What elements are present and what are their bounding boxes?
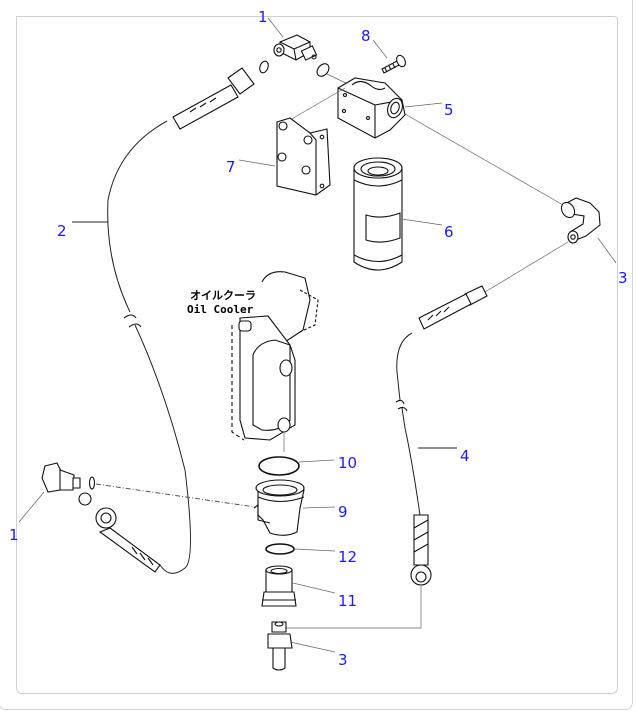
elbow-fitting-top[interactable]: [273, 34, 318, 61]
callout-6[interactable]: 6: [444, 223, 454, 241]
callout-2[interactable]: 2: [57, 222, 67, 240]
oil-filter-cartridge[interactable]: [353, 157, 403, 271]
elbow-fitting-left[interactable]: [41, 462, 81, 493]
hose-right[interactable]: [396, 332, 421, 516]
o-ring-left: [78, 492, 92, 506]
callout-8[interactable]: 8: [361, 27, 371, 45]
o-ring-large[interactable]: [258, 456, 300, 476]
hose-left-lower-fitting[interactable]: [95, 507, 161, 573]
callout-1-left[interactable]: 1: [9, 526, 19, 544]
bolt[interactable]: [381, 54, 407, 74]
callout-12[interactable]: 12: [338, 548, 357, 566]
callout-3-right[interactable]: 3: [618, 269, 628, 287]
break-mark: [395, 399, 408, 412]
oil-cooler-assembly[interactable]: [231, 271, 319, 441]
o-ring-left-small: [88, 476, 96, 490]
callout-10[interactable]: 10: [338, 454, 357, 472]
o-ring-top-right: [316, 63, 330, 77]
callout-3-bottom[interactable]: 3: [338, 651, 348, 669]
hose-right-lower-fitting[interactable]: [410, 514, 432, 586]
fitting-bottom[interactable]: [267, 621, 293, 671]
connector[interactable]: [261, 565, 297, 607]
callout-7[interactable]: 7: [226, 158, 236, 176]
o-ring-small[interactable]: [265, 543, 295, 555]
oil-cooler-label-en: Oil Cooler: [187, 303, 254, 316]
break-mark: [123, 314, 142, 328]
leader-lines: [18, 17, 617, 653]
callout-1-top[interactable]: 1: [258, 8, 268, 26]
filter-head[interactable]: [337, 77, 406, 139]
hose-left[interactable]: [107, 120, 191, 574]
o-ring-top-left: [259, 60, 269, 74]
callout-9[interactable]: 9: [338, 503, 348, 521]
hose-left-upper-fitting[interactable]: [172, 67, 255, 130]
adapter[interactable]: [253, 479, 305, 536]
callout-4[interactable]: 4: [460, 447, 470, 465]
callout-5[interactable]: 5: [444, 101, 454, 119]
hose-right-upper-fitting[interactable]: [418, 285, 488, 330]
diagram-frame: [16, 16, 618, 694]
oil-cooler-label-jp: オイルクーラ: [190, 289, 256, 302]
bracket[interactable]: [276, 117, 331, 196]
elbow-right[interactable]: [559, 197, 601, 244]
callout-11[interactable]: 11: [338, 592, 357, 610]
